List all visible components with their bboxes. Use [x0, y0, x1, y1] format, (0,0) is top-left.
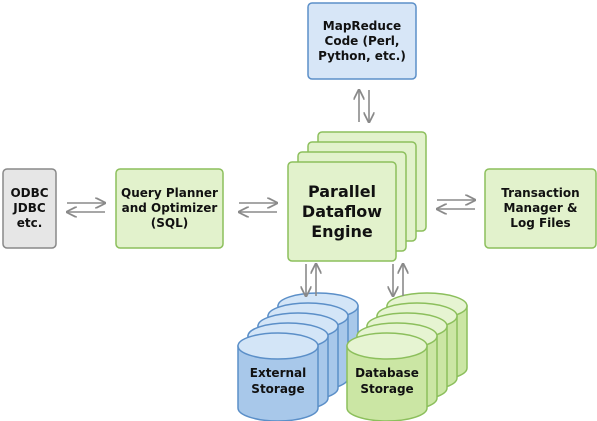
engine-box	[287, 161, 397, 262]
external-storage-cylinders	[237, 292, 359, 421]
odbc-box	[2, 168, 57, 249]
arrow-engine-database	[393, 264, 403, 296]
engine-stack	[287, 131, 427, 262]
arrow-engine-external	[306, 264, 316, 296]
arrow-query-engine	[239, 203, 277, 212]
transaction-box	[484, 168, 597, 249]
external-storage-cylinder	[237, 332, 319, 421]
connection-arrows	[67, 90, 475, 296]
query-planner-box	[115, 168, 224, 249]
database-storage-cylinders	[346, 292, 468, 421]
arrow-mapreduce-engine	[359, 90, 369, 122]
arrow-engine-transaction	[437, 200, 475, 209]
database-storage-cylinder	[346, 332, 428, 421]
arrow-odbc-query	[67, 203, 105, 212]
mapreduce-box	[307, 2, 417, 80]
